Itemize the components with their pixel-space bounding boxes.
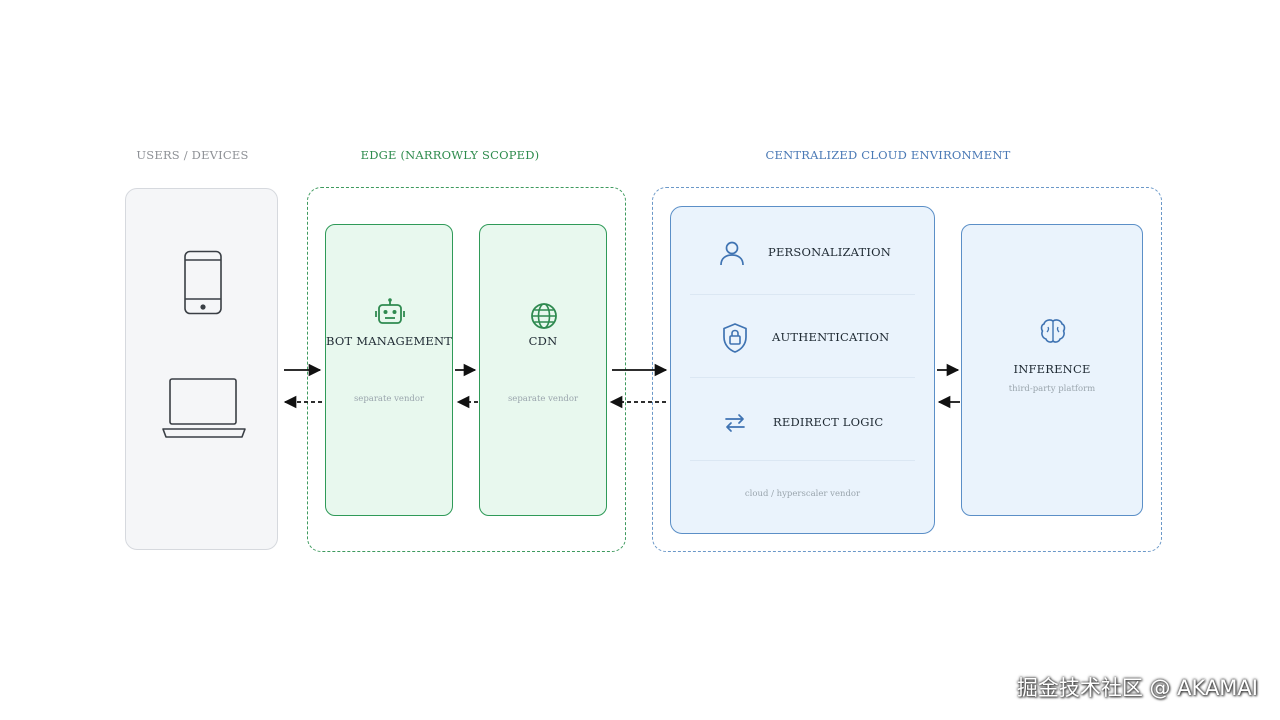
cdn-subtitle: separate vendor bbox=[507, 394, 579, 404]
watermark: 掘金技术社区 @ AKAMAI bbox=[1016, 676, 1258, 700]
smartphone-icon bbox=[184, 250, 222, 315]
service-divider bbox=[690, 294, 915, 295]
user-icon bbox=[720, 241, 744, 266]
cdn-title: CDN bbox=[528, 334, 558, 348]
redirect-arrows-icon bbox=[725, 414, 745, 432]
laptop-icon bbox=[162, 378, 246, 438]
service-row-personalization: PERSONALIZATION bbox=[690, 210, 915, 294]
inference-title: INFERENCE bbox=[1013, 362, 1091, 376]
service-label-redirect: REDIRECT LOGIC bbox=[773, 415, 884, 429]
inference-card: INFERENCE third-party platform bbox=[961, 224, 1143, 516]
bot-management-title: BOT MANAGEMENT bbox=[326, 334, 453, 348]
service-divider bbox=[690, 460, 915, 461]
shield-lock-icon bbox=[723, 323, 747, 353]
cdn-card: CDN separate vendor bbox=[479, 224, 607, 516]
inference-subtitle: third-party platform bbox=[1008, 384, 1096, 394]
service-divider bbox=[690, 377, 915, 378]
service-label-personalization: PERSONALIZATION bbox=[768, 245, 892, 259]
robot-icon bbox=[375, 298, 405, 324]
section-title-cloud: CENTRALIZED CLOUD ENVIRONMENT bbox=[765, 148, 1011, 162]
brain-icon bbox=[1040, 319, 1066, 343]
section-title-users: USERS / DEVICES bbox=[136, 148, 249, 162]
users-devices-panel bbox=[125, 188, 278, 550]
globe-icon bbox=[531, 303, 557, 329]
service-row-authentication: AUTHENTICATION bbox=[690, 295, 915, 379]
cloud-services-card bbox=[670, 206, 935, 534]
bot-management-subtitle: separate vendor bbox=[353, 394, 425, 404]
cloud-vendor-note: cloud / hyperscaler vendor bbox=[744, 489, 861, 499]
service-row-redirect: REDIRECT LOGIC bbox=[690, 380, 915, 464]
service-label-authentication: AUTHENTICATION bbox=[772, 330, 890, 344]
section-title-edge: EDGE (NARROWLY SCOPED) bbox=[360, 148, 540, 162]
bot-management-card: BOT MANAGEMENT separate vendor bbox=[325, 224, 453, 516]
